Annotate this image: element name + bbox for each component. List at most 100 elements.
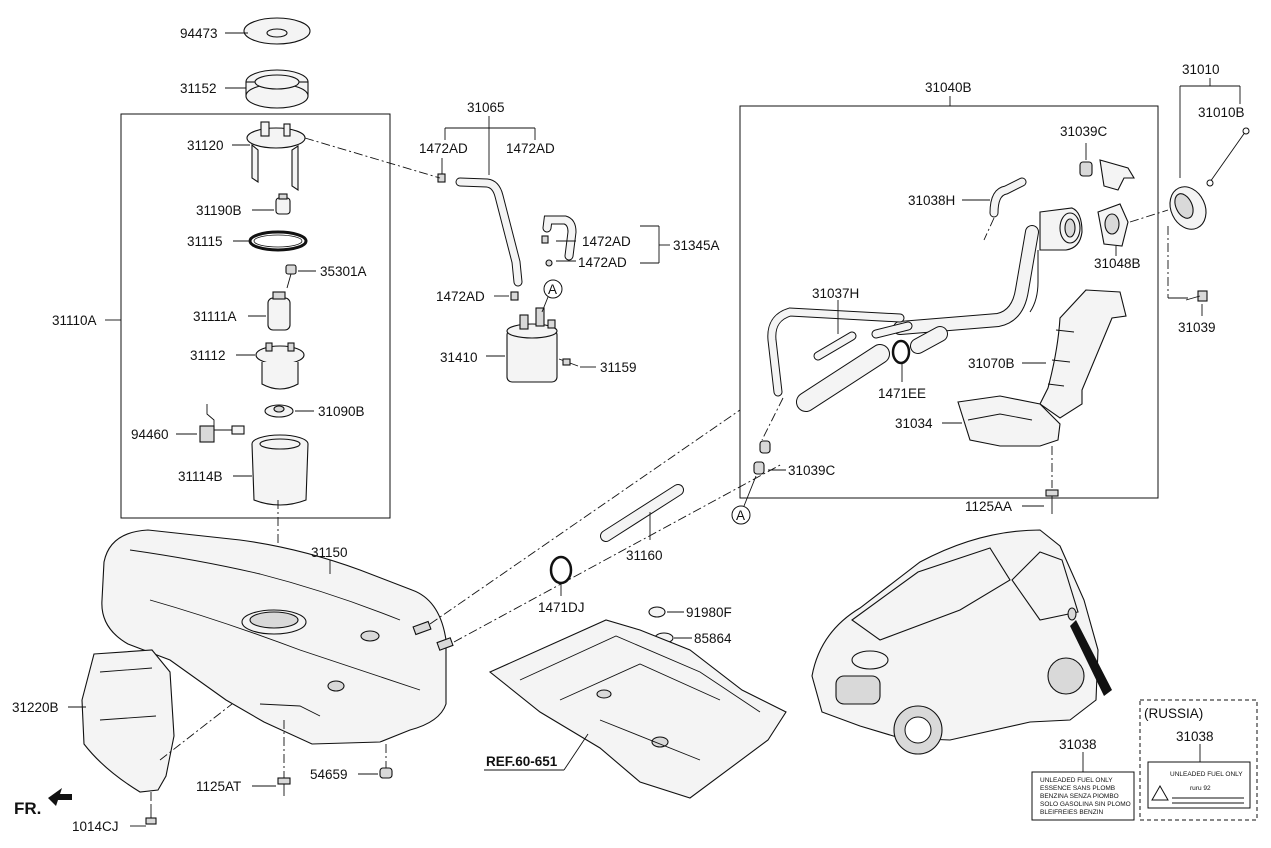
label-31034: 31034 (895, 416, 933, 431)
label-31410: 31410 (440, 350, 478, 365)
front-direction-indicator: FR. (14, 788, 72, 818)
label-31010B: 31010B (1198, 105, 1245, 120)
filler-group: 31040B 31039C 31038H 31048B (739, 80, 1159, 499)
label-1472AD-a: 1472AD (419, 141, 468, 156)
label-35301A: 35301A (320, 264, 367, 279)
pump-module-box (120, 113, 391, 519)
label-31111A: 31111A (193, 309, 237, 324)
part-31010-fuel-cap (1169, 186, 1207, 230)
label-1471EE: 1471EE (878, 386, 926, 401)
sticker-line-3: BENZINA SENZA PIOMBO (1040, 793, 1119, 800)
part-31038-fuel-label-standard: 31038 UNLEADED FUEL ONLY ESSENCE SANS PL… (1031, 737, 1135, 821)
callout-a-top (543, 279, 563, 299)
label-1125AA: 1125AA (965, 499, 1012, 514)
label-85864: 85864 (694, 631, 732, 646)
label-31159: 31159 (600, 360, 637, 375)
part-1014CJ-bolt (145, 806, 157, 825)
part-31159-bolt (558, 358, 579, 367)
russia-variant-box: (RUSSIA) 31038 UNLEADED FUEL ONLY ruru 9… (1139, 699, 1258, 821)
label-31345A: 31345A (673, 238, 720, 253)
part-1471EE-clamp (891, 339, 911, 365)
part-1471DJ-clamp (549, 555, 573, 585)
part-31190B-filter (275, 193, 291, 215)
label-94473: 94473 (180, 26, 218, 41)
front-label: FR. (14, 799, 41, 818)
part-31090B-regulator (264, 404, 294, 418)
part-91980F-plug (648, 606, 666, 618)
callout-a-top-label: A (548, 282, 557, 297)
pump-module-group: 31110A 94473 31152 31120 (52, 17, 391, 600)
label-31150: 31150 (311, 545, 348, 560)
label-1472AD-e: 1472AD (436, 289, 485, 304)
sticker-line-2: ESSENCE SANS PLOMB (1040, 785, 1115, 792)
label-91980F: 91980F (686, 605, 732, 620)
fuel-door-pointer (1070, 620, 1112, 696)
label-31048B: 31048B (1094, 256, 1141, 271)
label-31039: 31039 (1178, 320, 1216, 335)
label-1014CJ: 1014CJ (72, 819, 119, 834)
label-31110A: 31110A (52, 313, 97, 328)
part-filler-neck-head (1039, 207, 1083, 251)
part-31039C-valve-top (1079, 159, 1135, 191)
label-31037H: 31037H (812, 286, 859, 301)
filler-box (739, 105, 1159, 499)
part-31039-bolt (1185, 290, 1208, 302)
label-31040B: 31040B (925, 80, 972, 95)
part-1125AT-bolt (277, 777, 291, 796)
label-1472AD-c: 1472AD (582, 234, 631, 249)
label-31039C-top: 31039C (1060, 124, 1108, 139)
part-31048B-seal (1097, 203, 1129, 247)
label-1125AT: 1125AT (196, 779, 241, 794)
part-31070B-filler-pipe (1039, 289, 1127, 419)
label-31038H: 31038H (908, 193, 955, 208)
sticker-line-5: BLEIFREIES BENZIN (1040, 809, 1104, 816)
label-31065: 31065 (467, 100, 505, 115)
front-arrow-icon (48, 788, 72, 806)
part-35301A-sensor (285, 264, 297, 289)
floor-panel-reference (488, 619, 787, 799)
label-31114B: 31114B (178, 469, 223, 484)
part-31039C-valve-bottom (753, 440, 771, 475)
label-31152: 31152 (180, 81, 217, 96)
part-54659-grommet (379, 767, 393, 779)
part-31114B-reservoir (251, 434, 309, 506)
part-31160-tube (600, 484, 684, 542)
label-31038-std: 31038 (1059, 737, 1097, 752)
label-31090B: 31090B (318, 404, 365, 419)
part-31112-pump-housing (255, 342, 305, 390)
label-31070B: 31070B (968, 356, 1015, 371)
canister-group: 31065 1472AD 1472AD 1472AD 1472AD 31345A… (419, 100, 720, 383)
label-31120: 31120 (187, 138, 224, 153)
label-ref-60-651: REF.60-651 (486, 754, 558, 769)
part-31115-seal-ring (248, 230, 308, 252)
part-31150-fuel-tank (101, 529, 454, 745)
sticker-ru-title: UNLEADED FUEL ONLY (1170, 771, 1243, 778)
label-54659: 54659 (310, 767, 348, 782)
callout-a-bottom (731, 505, 751, 525)
label-31010: 31010 (1182, 62, 1220, 77)
label-31038-russia: 31038 (1176, 729, 1214, 744)
part-31120-pump-flange (246, 121, 306, 192)
part-31220B-heat-shield (81, 649, 175, 793)
fuel-cap-group: 31010 31010B 31039 (1129, 62, 1250, 335)
part-31111A-pump-motor (267, 291, 291, 331)
part-31034-filler-cup (957, 395, 1061, 447)
part-31410-canister (506, 307, 558, 383)
part-94473-plate (243, 17, 311, 45)
label-31112: 31112 (190, 348, 226, 363)
label-31220B: 31220B (12, 700, 59, 715)
sticker-line-1: UNLEADED FUEL ONLY (1040, 777, 1113, 784)
label-1471DJ: 1471DJ (538, 600, 585, 615)
part-1125AA-bolt (1045, 489, 1059, 514)
part-31152-lock-ring (245, 69, 309, 109)
sticker-ru-code: ruru 92 (1190, 785, 1211, 792)
car-illustration (811, 529, 1112, 755)
callout-a-bottom-label: A (736, 508, 745, 523)
sticker-line-4: SOLO GASOLINA SIN PLOMO (1040, 801, 1131, 808)
label-1472AD-d: 1472AD (578, 255, 627, 270)
label-31160: 31160 (626, 548, 663, 563)
label-94460: 94460 (131, 427, 169, 442)
label-31039C-bottom: 31039C (788, 463, 836, 478)
label-31115: 31115 (187, 234, 223, 249)
